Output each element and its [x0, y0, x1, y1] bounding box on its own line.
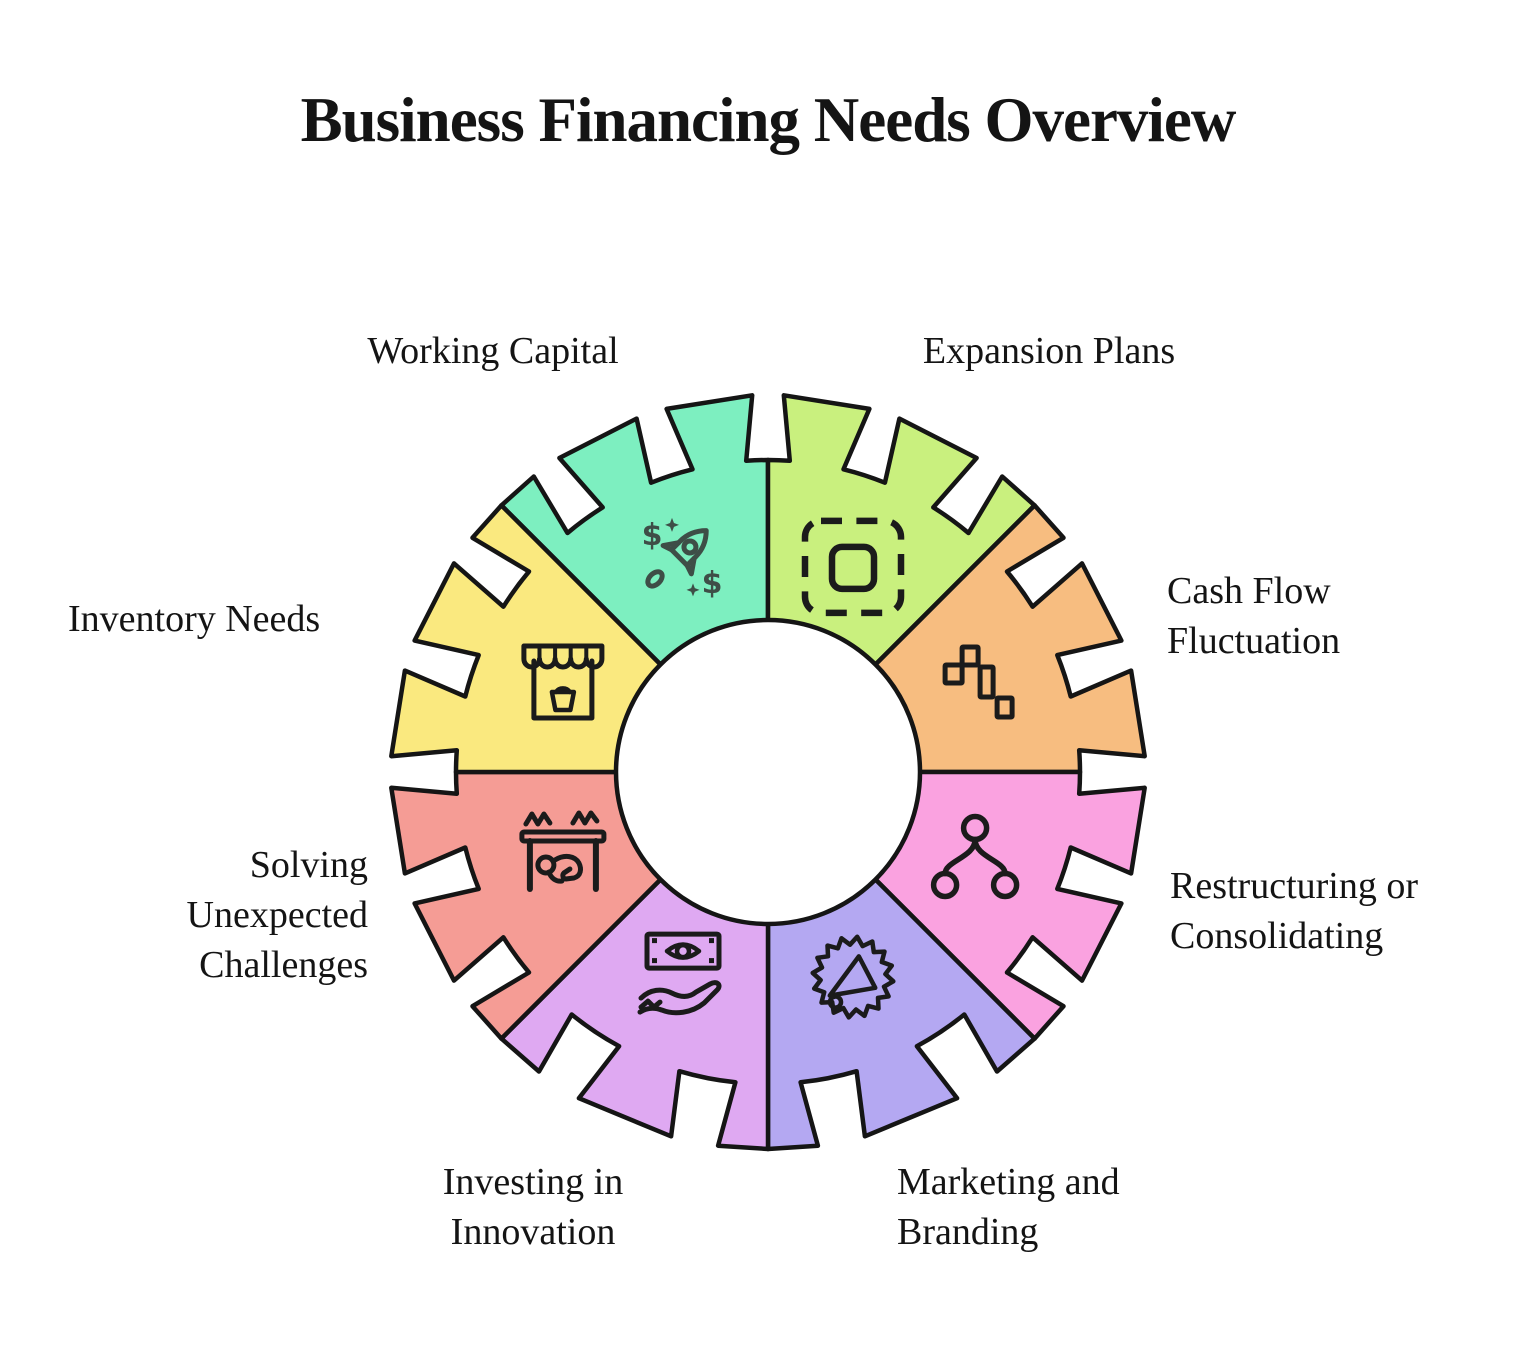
svg-text:$: $	[702, 566, 723, 601]
gear-center-circle	[613, 617, 923, 927]
cash-in-hand-icon	[637, 931, 722, 1016]
page-title: Business Financing Needs Overview	[300, 85, 1237, 155]
obstacle-crawl-icon	[519, 810, 607, 892]
megaphone-burst-icon	[810, 934, 896, 1020]
tree-network-icon	[930, 813, 1020, 900]
storefront-icon	[521, 643, 605, 721]
segment-label-expansion-plans: Expansion Plans	[922, 330, 1176, 372]
segment-label-working-capital: Working Capital	[367, 330, 619, 372]
svg-text:$: $	[642, 518, 663, 553]
segment-label-inventory-needs: Inventory Needs	[68, 598, 321, 640]
selection-frame-icon	[801, 517, 905, 617]
scattered-squares-icon	[942, 644, 1015, 720]
rocket-dollars-icon: $ $	[642, 517, 723, 601]
